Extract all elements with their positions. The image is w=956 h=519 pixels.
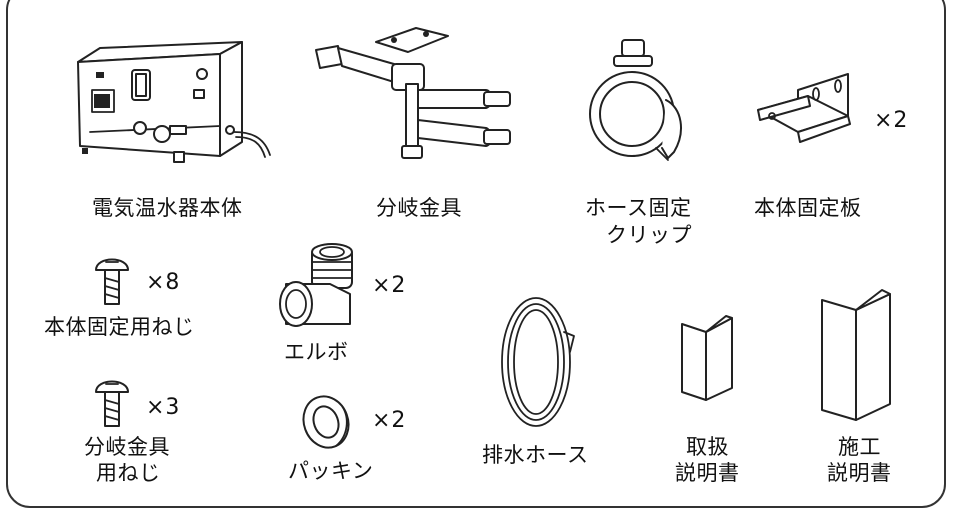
item-quantity: ×2 xyxy=(372,408,407,433)
item-label: エルボ xyxy=(284,340,349,364)
water-heater-icon xyxy=(77,41,271,163)
folded-booklet-icon xyxy=(821,289,891,421)
coiled-hose-icon xyxy=(501,297,575,427)
item-label-line2: 説明書 xyxy=(675,461,740,485)
item-quantity: ×2 xyxy=(372,273,407,298)
item-label: 本体固定板 xyxy=(754,196,862,220)
hose-clip-icon xyxy=(589,39,682,161)
elbow-fitting-icon xyxy=(279,243,353,327)
item-quantity: ×2 xyxy=(874,108,909,133)
item-label-line1: ホース固定 xyxy=(585,196,692,220)
packing-ring-icon xyxy=(302,395,350,449)
item-label: 本体固定用ねじ xyxy=(44,315,195,339)
item-quantity: ×3 xyxy=(146,395,181,420)
item-label: パッキン xyxy=(288,459,374,483)
item-label-line1: 施工 xyxy=(838,435,881,459)
item-label-line2: 説明書 xyxy=(827,461,892,485)
branch-fitting-icon xyxy=(315,27,511,159)
item-label: 電気温水器本体 xyxy=(92,196,243,220)
item-label-line1: 取扱 xyxy=(686,435,729,459)
screw-icon xyxy=(95,258,129,305)
item-label-line1: 分岐金具 xyxy=(84,435,170,459)
folded-booklet-icon xyxy=(681,315,733,401)
mounting-bracket-icon xyxy=(757,73,851,143)
item-quantity: ×8 xyxy=(146,270,181,295)
item-label: 分岐金具 xyxy=(376,196,462,220)
item-label: 排水ホース xyxy=(482,443,589,467)
item-label-line2: 用ねじ xyxy=(96,461,161,485)
screw-icon xyxy=(95,380,129,427)
item-label-line2: クリップ xyxy=(606,223,692,247)
accessories-frame xyxy=(6,0,946,508)
